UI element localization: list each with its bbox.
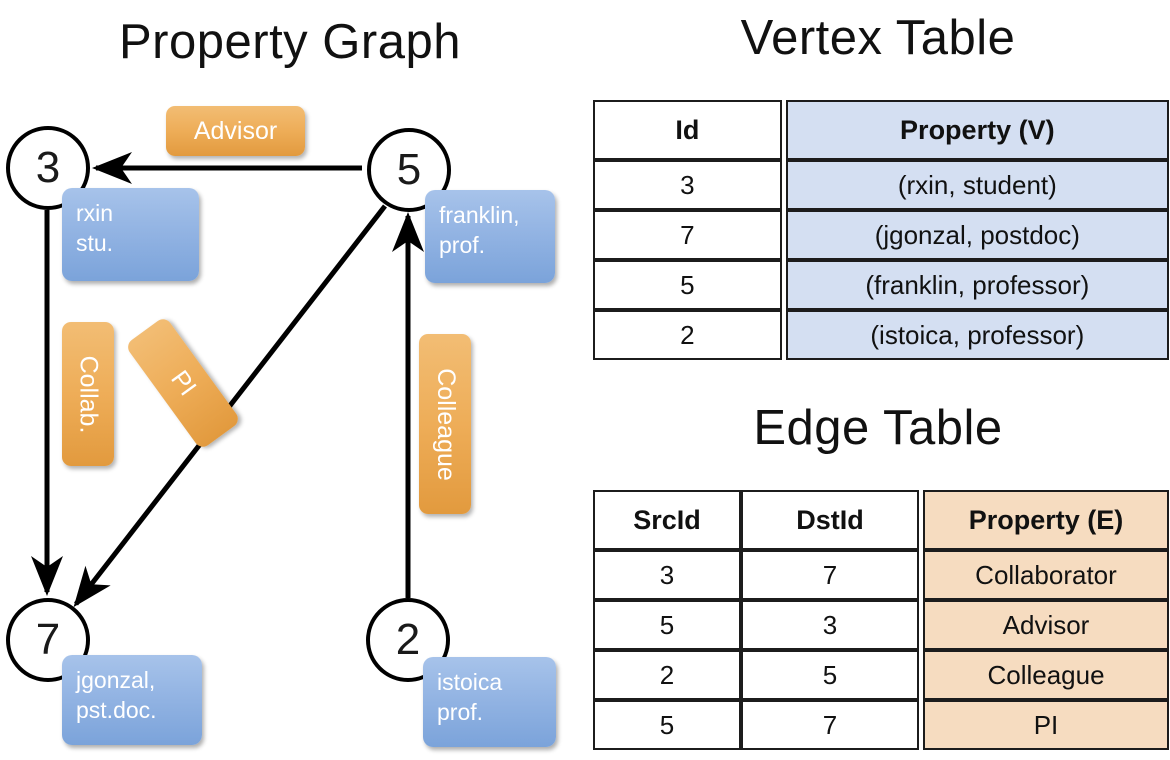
graph-node-5[interactable]: 5 (367, 128, 451, 212)
node-3-role: stu. (76, 230, 114, 257)
edge-table-header-dstid: DstId (741, 490, 919, 550)
edge-label-collab[interactable]: Collab. (62, 322, 114, 466)
table-row[interactable]: 7 (jgonzal, postdoc) (593, 210, 1169, 260)
node-7-role: pst.doc. (76, 697, 157, 724)
edge-row-0-dst: 7 (741, 550, 919, 600)
table-row[interactable]: 3 (rxin, student) (593, 160, 1169, 210)
edge-row-2-src: 2 (593, 650, 741, 700)
node-7-name: jgonzal, (76, 667, 156, 693)
edge-row-2-dst: 5 (741, 650, 919, 700)
edge-row-1-dst: 3 (741, 600, 919, 650)
table-row[interactable]: 5 3 Advisor (593, 600, 1169, 650)
edge-table: SrcId DstId Property (E) 3 7 Collaborato… (593, 490, 1169, 750)
node-property-box-2[interactable]: istoica prof. (423, 657, 556, 747)
edge-row-1-property: Advisor (923, 600, 1169, 650)
edge-row-3-src: 5 (593, 700, 741, 750)
edge-table-header-property: Property (E) (923, 490, 1169, 550)
edge-row-1-src: 5 (593, 600, 741, 650)
table-row[interactable]: 5 7 PI (593, 700, 1169, 750)
edge-row-0-src: 3 (593, 550, 741, 600)
vertex-row-1-property: (jgonzal, postdoc) (785, 210, 1169, 260)
node-3-name: rxin (76, 200, 114, 226)
edge-row-3-property: PI (923, 700, 1169, 750)
edge-row-0-property: Collaborator (923, 550, 1169, 600)
edge-label-advisor[interactable]: Advisor (166, 106, 305, 156)
edge-label-colleague-text: Colleague (431, 367, 460, 481)
node-property-box-3[interactable]: rxin stu. (62, 188, 199, 281)
edge-label-advisor-text: Advisor (193, 116, 278, 145)
edge-table-header-srcid: SrcId (593, 490, 741, 550)
vertex-table: Id Property (V) 3 (rxin, student) 7 (jgo… (593, 100, 1169, 360)
vertex-row-1-id: 7 (593, 210, 782, 260)
edge-row-2-property: Colleague (923, 650, 1169, 700)
page-title-property-graph: Property Graph (119, 15, 461, 69)
table-row[interactable]: 2 5 Colleague (593, 650, 1169, 700)
page-title-vertex-table: Vertex Table (740, 11, 1016, 65)
vertex-table-header-row: Id Property (V) (593, 100, 1169, 160)
vertex-table-header-property: Property (V) (785, 100, 1169, 160)
edge-table-header-row: SrcId DstId Property (E) (593, 490, 1169, 550)
vertex-row-3-property: (istoica, professor) (785, 310, 1169, 360)
edge-row-3-dst: 7 (741, 700, 919, 750)
table-row[interactable]: 5 (franklin, professor) (593, 260, 1169, 310)
node-property-box-5[interactable]: franklin, prof. (425, 190, 555, 283)
node-5-name: franklin, (439, 202, 520, 228)
edge-label-pi-text: PI (165, 364, 202, 401)
vertex-row-2-property: (franklin, professor) (785, 260, 1169, 310)
vertex-row-3-id: 2 (593, 310, 782, 360)
table-row[interactable]: 3 7 Collaborator (593, 550, 1169, 600)
vertex-row-0-id: 3 (593, 160, 782, 210)
node-2-name: istoica (437, 669, 503, 695)
edge-label-colleague[interactable]: Colleague (419, 334, 471, 514)
edge-label-collab-text: Collab. (74, 355, 103, 433)
graph-node-2[interactable]: 2 (366, 598, 450, 682)
node-5-role: prof. (439, 232, 486, 259)
node-2-role: prof. (437, 699, 484, 726)
vertex-table-header-id: Id (593, 100, 782, 160)
page-title-edge-table: Edge Table (753, 401, 1003, 455)
node-property-box-7[interactable]: jgonzal, pst.doc. (62, 655, 202, 745)
vertex-row-2-id: 5 (593, 260, 782, 310)
table-row[interactable]: 2 (istoica, professor) (593, 310, 1169, 360)
vertex-row-0-property: (rxin, student) (785, 160, 1169, 210)
property-graph-diagram: 3 5 7 2 rxin stu. franklin, prof. jgonza… (6, 106, 556, 747)
